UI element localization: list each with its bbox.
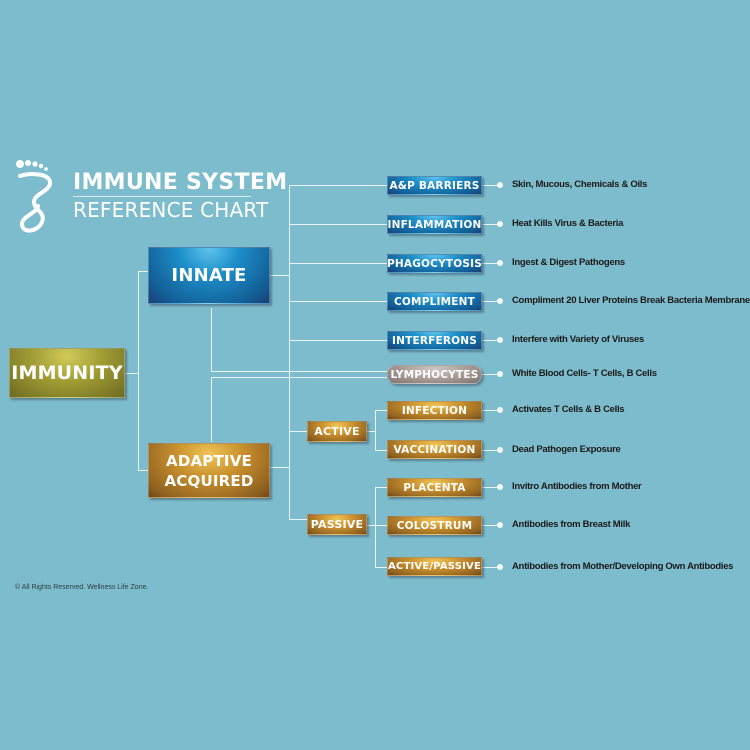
connector <box>482 525 500 526</box>
node-interferons: INTERFERONS <box>387 331 482 350</box>
connector <box>211 377 212 442</box>
connector <box>289 431 307 432</box>
logo <box>12 158 62 238</box>
chart-title-line1: IMMUNE SYSTEM <box>73 170 288 195</box>
connector <box>211 308 212 371</box>
connector <box>482 450 500 451</box>
description-compliment: Compliment 20 Liver Proteins Break Bacte… <box>512 295 750 306</box>
node-active-label: ACTIVE <box>314 425 360 438</box>
description-interferons: Interfere with Variety of Viruses <box>512 334 644 345</box>
connector <box>138 271 148 272</box>
node-label: INTERFERONS <box>391 334 478 347</box>
node-label: LYMPHOCYTES <box>390 368 479 381</box>
node-innate-label: INNATE <box>171 265 247 286</box>
node-ap-barriers: A&P BARRIERS <box>387 176 482 195</box>
description-vaccination: Dead Pathogen Exposure <box>512 444 621 455</box>
node-label: INFLAMMATION <box>387 218 482 231</box>
copyright-footer: © All Rights Reserved. Wellness Life Zon… <box>15 584 149 591</box>
node-innate: INNATE <box>148 247 270 304</box>
node-immunity-label: IMMUNITY <box>11 362 123 384</box>
bullet-dot <box>497 337 503 343</box>
node-acquired-label: ACQUIRED <box>164 471 254 490</box>
node-label: ACTIVE/PASSIVE <box>387 561 482 572</box>
connector <box>375 450 387 451</box>
title-divider <box>73 196 251 197</box>
connector <box>482 263 500 264</box>
connector <box>375 487 387 488</box>
bullet-dot <box>497 447 503 453</box>
connector <box>482 185 500 186</box>
description-lymphocytes: White Blood Cells- T Cells, B Cells <box>512 368 657 379</box>
connector <box>367 431 375 432</box>
connector <box>482 374 500 375</box>
node-passive: PASSIVE <box>307 514 367 535</box>
connector <box>211 377 387 378</box>
connector <box>375 487 376 567</box>
node-colostrum: COLOSTRUM <box>387 516 482 535</box>
description-inflammation: Heat Kills Virus & Bacteria <box>512 218 624 229</box>
connector <box>289 185 290 520</box>
node-label: VACCINATION <box>393 443 476 456</box>
connector <box>482 301 500 302</box>
connector <box>138 470 148 471</box>
node-placenta: PLACENTA <box>387 478 482 497</box>
connector <box>289 263 387 264</box>
chart-title-line2: REFERENCE CHART <box>73 198 269 222</box>
description-infection: Activates T Cells & B Cells <box>512 404 625 415</box>
node-phagocytosis: PHAGOCYTOSIS <box>387 254 482 273</box>
connector <box>482 340 500 341</box>
node-adaptive-acquired: ADAPTIVE ACQUIRED <box>148 443 270 498</box>
bullet-dot <box>497 182 503 188</box>
node-infection: INFECTION <box>387 401 482 420</box>
connector <box>482 567 500 568</box>
bullet-dot <box>497 221 503 227</box>
connector <box>289 224 387 225</box>
connector <box>289 519 307 520</box>
connector <box>482 224 500 225</box>
connector <box>270 467 289 468</box>
connector <box>375 410 387 411</box>
bullet-dot <box>497 260 503 266</box>
node-label: INFECTION <box>401 404 468 417</box>
bullet-dot <box>497 407 503 413</box>
node-adaptive-label: ADAPTIVE <box>166 451 252 470</box>
connector <box>289 340 387 341</box>
description-active-passive: Antibodies from Mother/Developing Own An… <box>512 561 734 572</box>
description-colostrum: Antibodies from Breast Milk <box>512 519 631 530</box>
connector <box>482 487 500 488</box>
node-active: ACTIVE <box>307 421 367 442</box>
bullet-dot <box>497 522 503 528</box>
bullet-dot <box>497 371 503 377</box>
node-label: PHAGOCYTOSIS <box>387 257 482 270</box>
connector <box>375 567 387 568</box>
node-active-passive: ACTIVE/PASSIVE <box>387 557 482 576</box>
description-placenta: Invitro Antibodies from Mother <box>512 481 642 492</box>
connector <box>270 275 289 276</box>
description-ap-barriers: Skin, Mucous, Chemicals & Oils <box>512 179 648 190</box>
bullet-dot <box>497 484 503 490</box>
node-lymphocytes: LYMPHOCYTES <box>387 365 482 384</box>
connector <box>289 301 387 302</box>
node-label: COMPLIMENT <box>394 295 475 308</box>
node-inflammation: INFLAMMATION <box>387 215 482 234</box>
node-immunity: IMMUNITY <box>9 348 125 398</box>
connector <box>482 410 500 411</box>
foot-logo-icon <box>16 160 53 233</box>
connector <box>211 371 387 372</box>
connector <box>125 373 138 374</box>
connector <box>367 525 375 526</box>
node-vaccination: VACCINATION <box>387 440 482 459</box>
connector <box>138 271 139 471</box>
node-label: A&P BARRIERS <box>389 179 480 192</box>
node-compliment: COMPLIMENT <box>387 292 482 311</box>
bullet-dot <box>497 298 503 304</box>
bullet-dot <box>497 564 503 570</box>
connector <box>289 185 387 186</box>
connector <box>375 410 376 450</box>
description-phagocytosis: Ingest & Digest Pathogens <box>512 257 625 268</box>
node-label: COLOSTRUM <box>396 519 473 532</box>
node-label: PLACENTA <box>403 481 466 494</box>
node-passive-label: PASSIVE <box>310 518 364 531</box>
connector <box>375 525 387 526</box>
